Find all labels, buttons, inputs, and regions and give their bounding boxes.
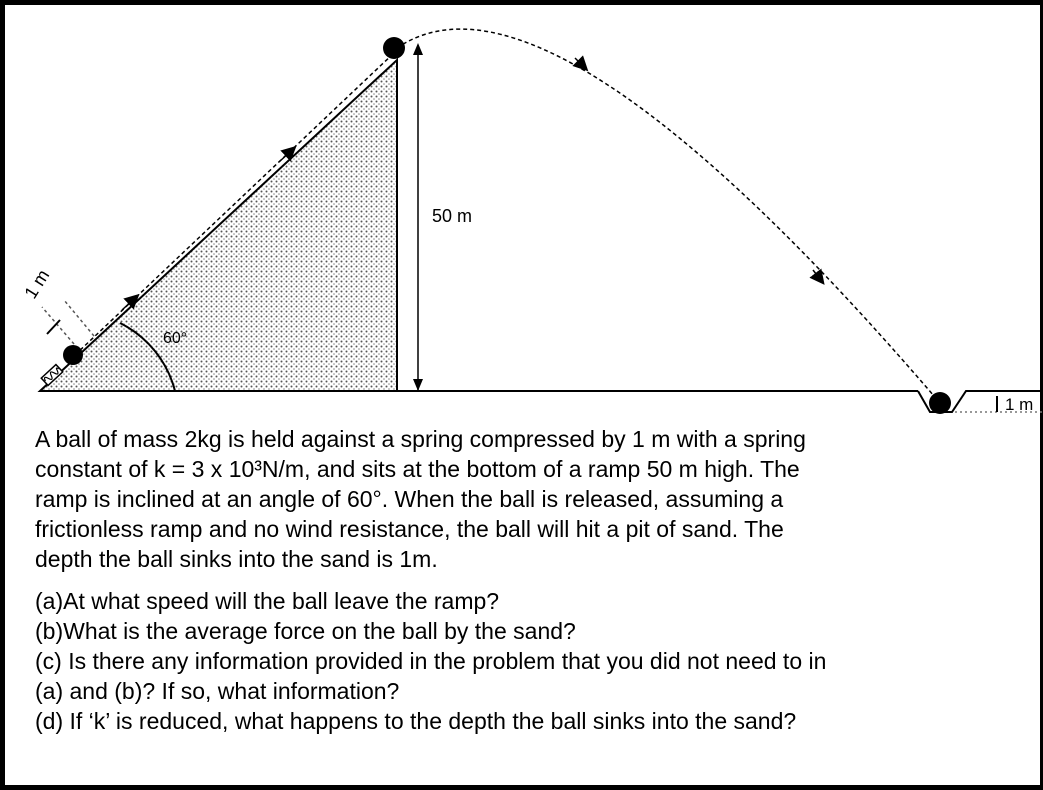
angle-arc xyxy=(119,322,176,392)
angle-label: 60° xyxy=(163,330,187,347)
trajectory xyxy=(396,28,941,404)
statement-line: A ball of mass 2kg is held against a spr… xyxy=(35,426,806,452)
height-arrow-bottom xyxy=(413,379,423,391)
ramp xyxy=(37,57,398,392)
questions-list: (a)At what speed will the ball leave the… xyxy=(35,586,1035,736)
problem-text: A ball of mass 2kg is held against a spr… xyxy=(35,424,1035,736)
height-arrow-top xyxy=(413,43,423,55)
question-line: (b)What is the average force on the ball… xyxy=(35,618,576,644)
statement-line: frictionless ramp and no wind resistance… xyxy=(35,516,784,542)
trajectory-arrow-1 xyxy=(572,55,589,72)
statement-line: ramp is inclined at an angle of 60°. Whe… xyxy=(35,486,784,512)
pit-depth-label: 1 m xyxy=(1005,395,1033,414)
spring-length-label: 1 m xyxy=(20,266,53,302)
question-line: (a) and (b)? If so, what information? xyxy=(35,678,400,704)
ramp-arrow-1 xyxy=(121,293,140,311)
sand-pit xyxy=(917,390,1043,413)
statement-line: depth the ball sinks into the sand is 1m… xyxy=(35,546,438,572)
ball-pit xyxy=(929,392,951,414)
question-line: (a)At what speed will the ball leave the… xyxy=(35,588,500,614)
spring-length-marker xyxy=(41,299,95,345)
spring xyxy=(40,363,64,387)
question-line: (d) If ‘k’ is reduced, what happens to t… xyxy=(35,708,797,734)
physics-diagram: 1 m 60° 50 m 1 m xyxy=(20,28,1043,414)
problem-statement: A ball of mass 2kg is held against a spr… xyxy=(35,424,1035,574)
trajectory-arrow-2 xyxy=(809,268,825,285)
question-line: (c) Is there any information provided in… xyxy=(35,648,827,674)
ramp-arrow-2 xyxy=(278,145,297,163)
statement-line: constant of k = 3 x 10³N/m, and sits at … xyxy=(35,456,800,482)
height-label: 50 m xyxy=(432,206,472,226)
ball-top xyxy=(383,37,405,59)
ball-start xyxy=(63,345,83,365)
